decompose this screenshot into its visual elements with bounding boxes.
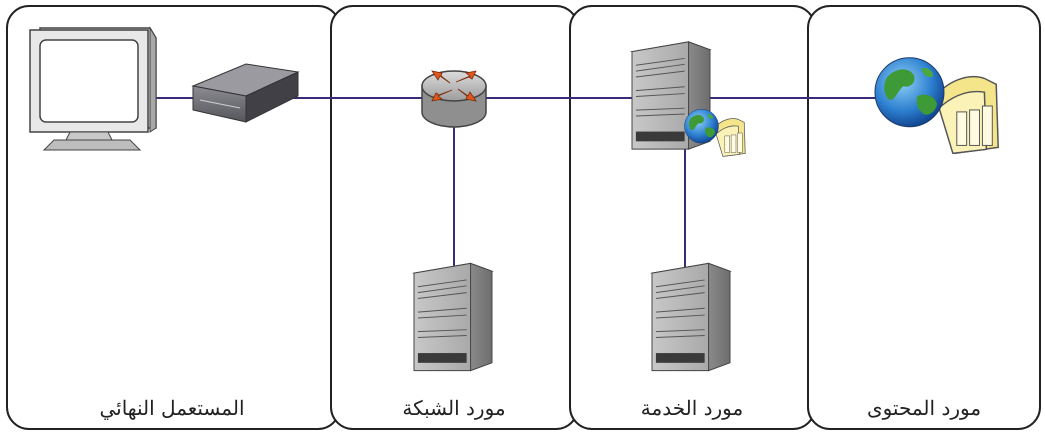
monitor-icon (29, 26, 157, 151)
router-icon (421, 70, 487, 128)
server-tower-icon (651, 262, 731, 372)
label-content-provider: مورد المحتوى (867, 396, 981, 420)
panel-labels: المستعمل النهائي مورد الشبكة مورد الخدمة… (99, 396, 981, 420)
label-network-provider: مورد الشبكة (402, 396, 505, 420)
server-tower-icon (413, 262, 493, 372)
label-service-provider: مورد الخدمة (641, 396, 743, 420)
modem-icon (191, 63, 300, 123)
label-end-user: المستعمل النهائي (99, 396, 244, 420)
